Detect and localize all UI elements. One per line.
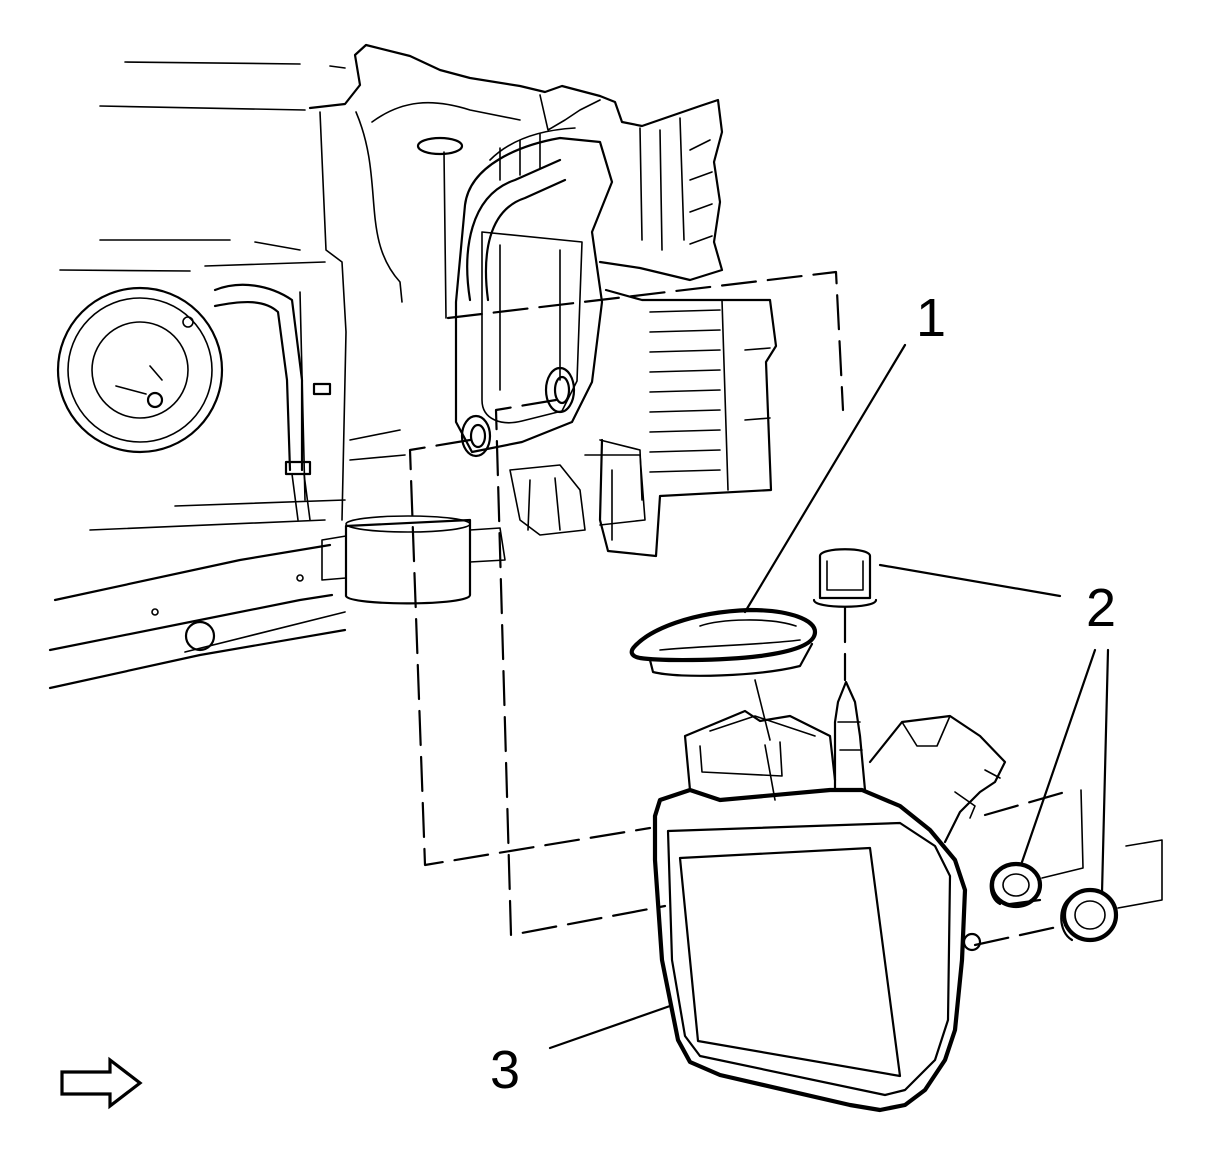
retainer-clip (812, 548, 878, 608)
lamp-seal (629, 607, 818, 677)
leader-line-3 (548, 1004, 672, 1050)
headlamp-assembly (652, 680, 1007, 1113)
leader-line-2c (1100, 648, 1110, 895)
leader-line-2a (878, 563, 1062, 598)
front-direction-arrow-icon (60, 1056, 143, 1110)
leader-lines (548, 343, 1110, 1050)
grommet-lower (1060, 887, 1119, 943)
callout-1: 1 (916, 288, 946, 348)
headlamp-lens (678, 846, 902, 1078)
wheel-hub (56, 286, 224, 454)
callout-2: 2 (1086, 578, 1116, 638)
vehicle-front-structure (48, 43, 778, 690)
leader-line-2b (1020, 648, 1097, 864)
leader-line-1 (743, 343, 907, 614)
callout-3: 3 (490, 1040, 520, 1100)
grommet-upper (989, 861, 1043, 909)
